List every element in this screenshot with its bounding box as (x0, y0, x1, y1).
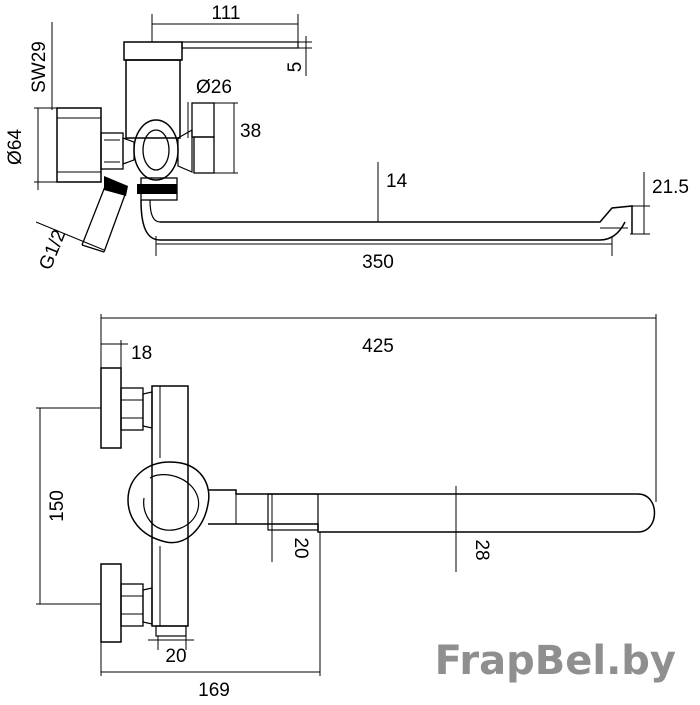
dim-21-5: 21.5 (630, 172, 689, 235)
dim-14: 14 (377, 162, 408, 222)
mixer-body (125, 59, 181, 201)
dim-d64: Ø64 (5, 107, 58, 190)
dim-111: 111 (151, 3, 299, 42)
dim-169-label: 169 (198, 680, 230, 700)
dim-425-label: 425 (362, 336, 394, 357)
dim-20-bottom-label: 20 (165, 646, 186, 667)
handle-disc (127, 461, 210, 544)
dim-21-5-label: 21.5 (652, 177, 689, 198)
dim-d26-label: Ø26 (196, 77, 232, 98)
dim-5: 5 (285, 36, 312, 76)
dim-18: 18 (100, 340, 152, 368)
dim-150-label: 150 (47, 490, 68, 522)
dim-g12-label: G1/2 (35, 227, 70, 273)
dim-d64-label: Ø64 (5, 129, 26, 165)
dim-20-spout: 20 (271, 494, 311, 562)
side-view: 111 5 SW29 Ø26 38 (5, 3, 689, 273)
wall-flange (56, 107, 135, 183)
dim-425: 425 (100, 314, 657, 502)
dim-20-right-label: 20 (290, 537, 311, 558)
dim-169: 169 (100, 532, 321, 701)
dim-g12: G1/2 (35, 221, 105, 273)
wall-flange-bottom (100, 563, 153, 643)
dim-350: 350 (155, 236, 613, 273)
mixer-body-front (151, 385, 189, 637)
dim-5-label: 5 (285, 62, 306, 73)
dim-38-label: 38 (240, 121, 261, 142)
spout-front (208, 489, 656, 533)
front-view: 425 18 150 20 28 (36, 314, 657, 701)
spout (140, 199, 633, 241)
dim-18-label: 18 (131, 343, 152, 364)
dim-20-bottom: 20 (148, 636, 194, 667)
dim-150: 150 (36, 407, 101, 605)
dim-350-label: 350 (362, 252, 394, 273)
dim-111-label: 111 (212, 3, 241, 24)
faucet-handle-lever (123, 41, 299, 61)
wall-flange-top (100, 367, 153, 449)
right-nut (177, 102, 215, 174)
dim-38: 38 (214, 102, 261, 174)
dim-sw29: SW29 (29, 22, 58, 110)
dim-d26: Ø26 (187, 77, 232, 138)
dim-28-label: 28 (471, 539, 492, 560)
dim-sw29-label: SW29 (29, 41, 50, 93)
dim-14-label: 14 (386, 171, 408, 192)
watermark: FrapBel.by (435, 638, 676, 684)
inlet-pipe (81, 176, 128, 253)
dim-28: 28 (455, 486, 492, 572)
